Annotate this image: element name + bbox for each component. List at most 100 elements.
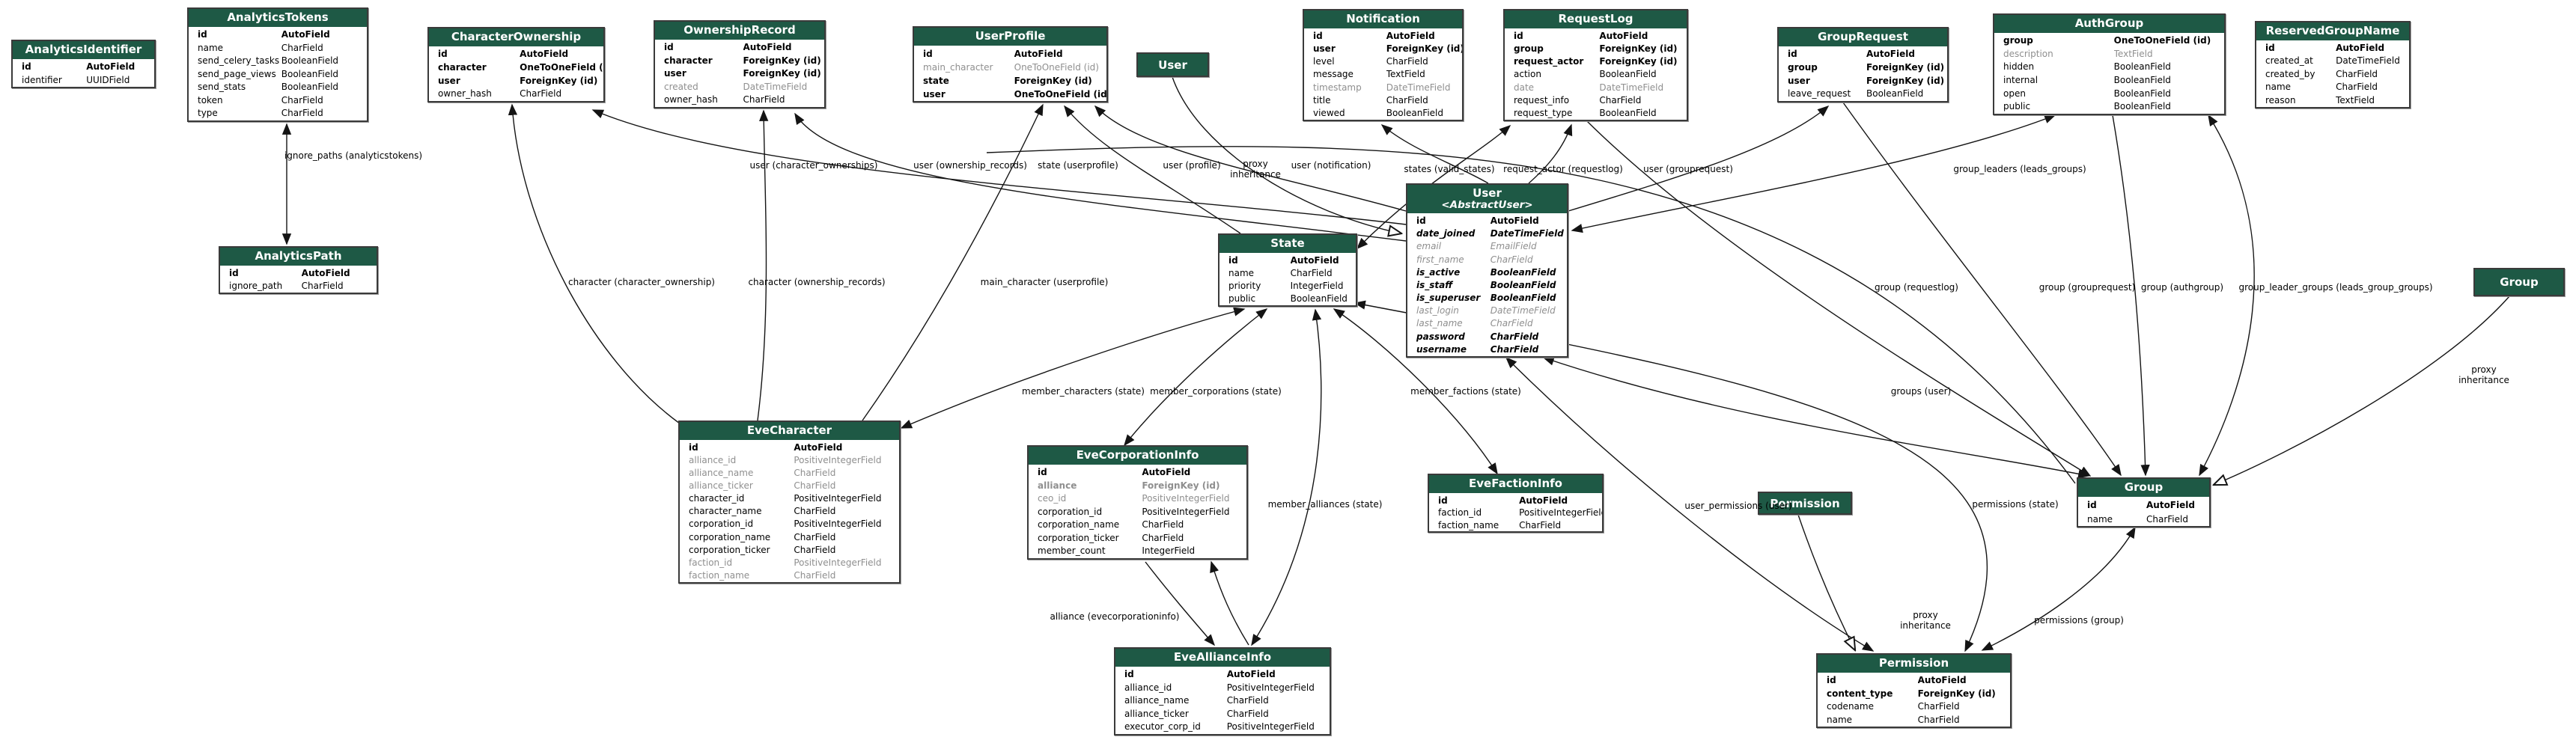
relation-edge	[1528, 123, 1573, 184]
field-name: viewed	[1313, 107, 1345, 118]
field-name: state	[923, 76, 949, 86]
field-name: user	[438, 75, 460, 86]
field-type: IntegerField	[1290, 281, 1344, 291]
field-type: BooleanField	[1490, 266, 1556, 278]
field-type: CharField	[1290, 268, 1333, 278]
relation-edge	[1568, 106, 1830, 212]
field-type: TextField	[1386, 69, 1425, 80]
relation-edge	[1145, 561, 1216, 646]
field-name: internal	[2003, 74, 2038, 85]
field-type: OneToOneField (id)	[1014, 62, 1099, 73]
relation-edge	[2112, 114, 2150, 477]
field-name: id	[22, 61, 31, 72]
field-name: faction_id	[689, 557, 733, 568]
field-type: AutoField	[281, 29, 330, 40]
field-type: PositiveIntegerField	[1519, 507, 1602, 519]
field-type: AutoField	[794, 442, 843, 453]
field-name: corporation_name	[689, 531, 771, 542]
field-type: CharField	[301, 281, 344, 291]
field-type: CharField	[743, 94, 785, 106]
field-type: BooleanField	[2113, 74, 2171, 85]
field-type: AutoField	[1917, 675, 1967, 685]
edge-label: user_permissions (user)	[1684, 501, 1792, 512]
field-type: AutoField	[1599, 31, 1648, 41]
field-type: BooleanField	[1866, 88, 1924, 100]
field-name: corporation_name	[1038, 519, 1120, 531]
edge-label: character (ownership_records)	[748, 277, 886, 288]
field-name: id	[2265, 43, 2275, 53]
field-type: CharField	[1490, 331, 1539, 342]
field-type: CharField	[1490, 343, 1539, 355]
field-name: is_staff	[1416, 279, 1453, 290]
field-name: send_page_views	[198, 68, 276, 79]
field-name: type	[198, 108, 218, 119]
field-name: created_by	[2265, 68, 2315, 79]
field-name: request_type	[1514, 107, 1573, 118]
field-name: character_id	[689, 493, 745, 504]
field-name: description	[2003, 48, 2053, 59]
field-name: created	[664, 81, 698, 92]
field-type: CharField	[794, 506, 836, 517]
field-type: CharField	[281, 108, 323, 119]
field-type: ForeignKey (id)	[1917, 688, 1996, 699]
edge-label: group_leader_groups (leads_group_groups)	[2238, 282, 2433, 293]
edge-paths-group	[281, 76, 2510, 651]
relation-edge	[794, 112, 1407, 242]
field-type: PositiveIntegerField	[1226, 721, 1315, 733]
field-type: CharField	[794, 569, 836, 581]
entity-header: Group	[2078, 479, 2209, 498]
field-name: last_name	[1416, 318, 1463, 329]
field-type: OneToOneField (id)	[1014, 89, 1106, 100]
field-type: CharField	[2336, 68, 2378, 79]
field-name: alliance_name	[689, 468, 754, 479]
entity-header: AnalyticsPath	[220, 248, 377, 267]
field-name: group	[1514, 43, 1544, 55]
field-type: ForeignKey (id)	[1599, 43, 1678, 55]
field-type: PositiveIntegerField	[794, 519, 882, 530]
entity-header: State	[1220, 235, 1356, 254]
field-type: BooleanField	[2113, 61, 2171, 73]
field-name: group	[1788, 61, 1818, 73]
field-row: created_by CharField	[2256, 68, 2409, 81]
field-type: BooleanField	[1599, 107, 1657, 118]
field-name: corporation_ticker	[1038, 532, 1119, 543]
edge-label: group (authgroup)	[2140, 282, 2224, 293]
field-name: codename	[1827, 701, 1874, 712]
field-type: DateTimeField	[1490, 228, 1564, 239]
field-type: CharField	[1490, 254, 1533, 265]
model-proxy-box-user: User	[1136, 52, 1209, 77]
relation-edge	[862, 103, 1044, 421]
